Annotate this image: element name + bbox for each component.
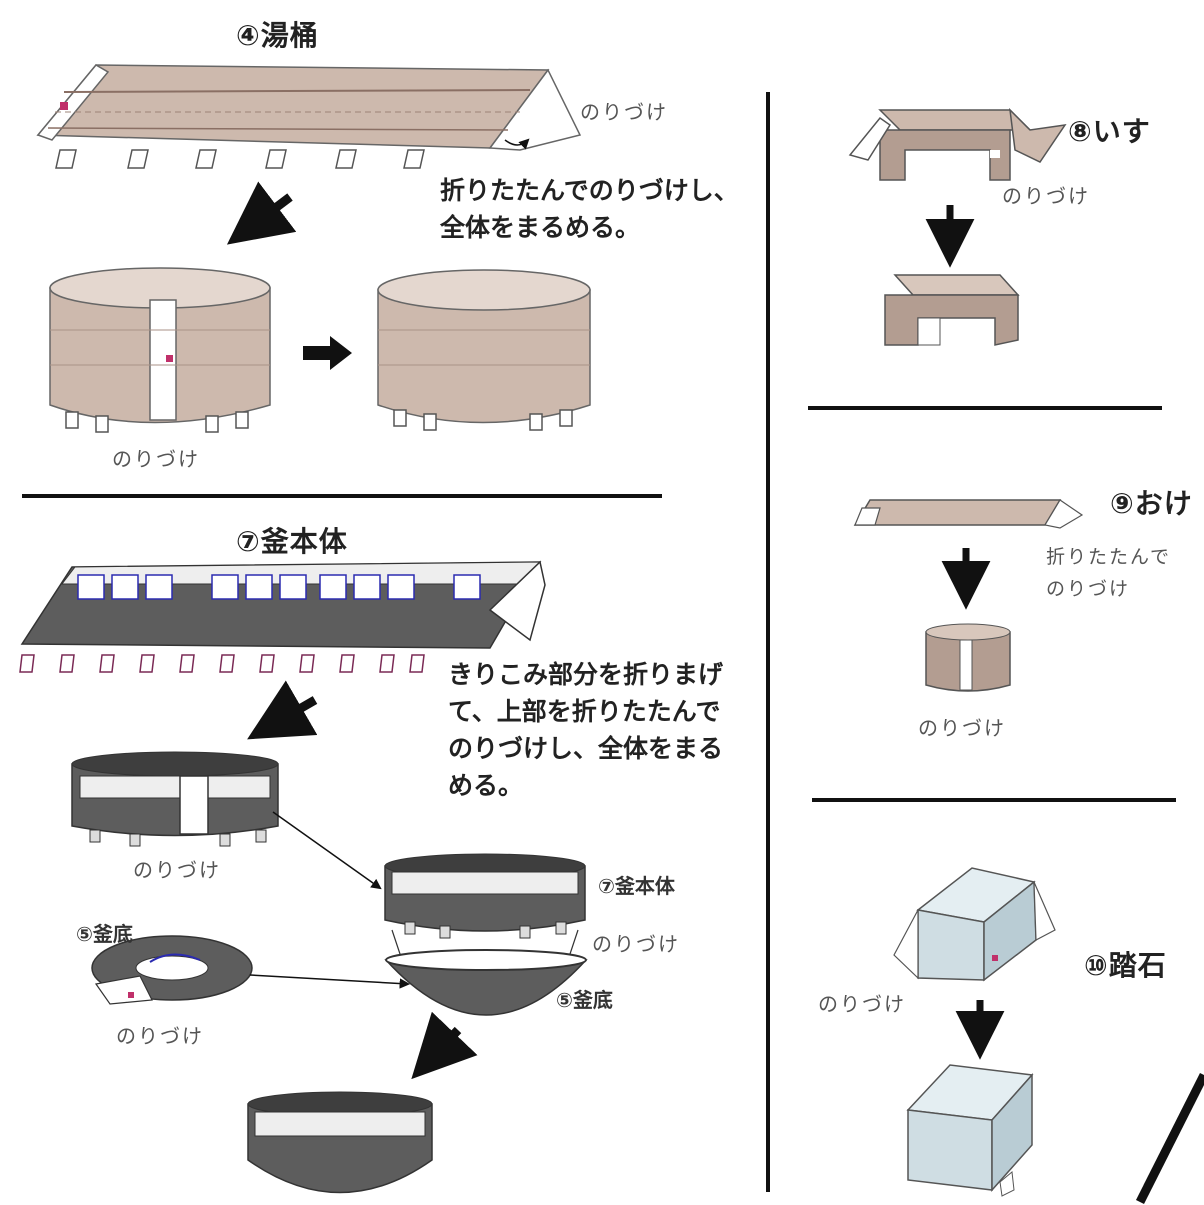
yuoke-glue-bottom-label: のりづけ <box>112 447 200 471</box>
yuoke-finished-cylinder <box>377 269 591 431</box>
yuoke-open-cylinder <box>49 267 271 433</box>
kama-instruction-line-1: きりこみ部分を折りまげ <box>448 660 724 689</box>
kama-body-label: ⑦釜本体 <box>598 874 675 898</box>
oke-flat-template <box>853 499 1084 529</box>
fumiishi-open <box>893 867 1056 982</box>
kama-connect-arrow-1 <box>272 811 382 890</box>
kama-glue-join-label: のりづけ <box>592 932 680 956</box>
yuoke-instruction-line-2: 全体をまるめる。 <box>440 213 641 242</box>
kama-step-arrow-2 <box>411 1011 478 1080</box>
isu-finished <box>884 274 1020 346</box>
kama-open-cylinder <box>71 751 279 847</box>
kama-flat-template <box>19 560 546 673</box>
kama-base-left-label: ⑤釜底 <box>76 922 133 946</box>
oke-title: ⑨おけ <box>1110 487 1193 520</box>
kama-base-disc <box>91 935 253 1005</box>
kama-instruction-line-4: める。 <box>448 771 524 800</box>
kama-step-arrow-1 <box>247 680 318 740</box>
kama-base-right-label: ⑤釜底 <box>556 988 613 1012</box>
kama-glue-base-label: のりづけ <box>116 1024 204 1048</box>
kama-instruction-line-3: のりづけし、全体をまる <box>448 734 724 763</box>
kama-body-assembled <box>384 853 588 1016</box>
oke-glue-bottom-label: のりづけ <box>918 716 1006 740</box>
corner-slash <box>1135 1072 1204 1205</box>
isu-open <box>848 107 1067 181</box>
oke-instruction-line: 折りたたんで <box>1046 546 1172 568</box>
kama-instruction-line-2: て、上部を折りたたんで <box>448 697 721 726</box>
yuoke-block-arrow <box>303 336 352 370</box>
kama-glue-body-label: のりづけ <box>133 858 221 882</box>
yuoke-glue-flap-label: のりづけ <box>580 100 668 124</box>
kama-title: ⑦釜本体 <box>236 525 348 558</box>
isu-title: ⑧いす <box>1068 115 1151 148</box>
fumiishi-title: ⑩踏石 <box>1084 949 1167 982</box>
fumiishi-finished <box>906 1064 1034 1197</box>
yuoke-instruction-line-1: 折りたたんでのりづけし、 <box>440 176 739 205</box>
kama-finished <box>247 1091 433 1194</box>
yuoke-step-arrow <box>226 181 297 245</box>
oke-finished <box>925 623 1011 692</box>
oke-glue-side-label: のりづけ <box>1046 578 1131 600</box>
fumiishi-glue-label: のりづけ <box>818 992 906 1016</box>
kama-connect-arrow-2 <box>249 974 411 989</box>
yuoke-title: ④湯桶 <box>236 19 319 52</box>
isu-glue-label: のりづけ <box>1002 184 1090 208</box>
yuoke-flat-template <box>36 64 582 169</box>
